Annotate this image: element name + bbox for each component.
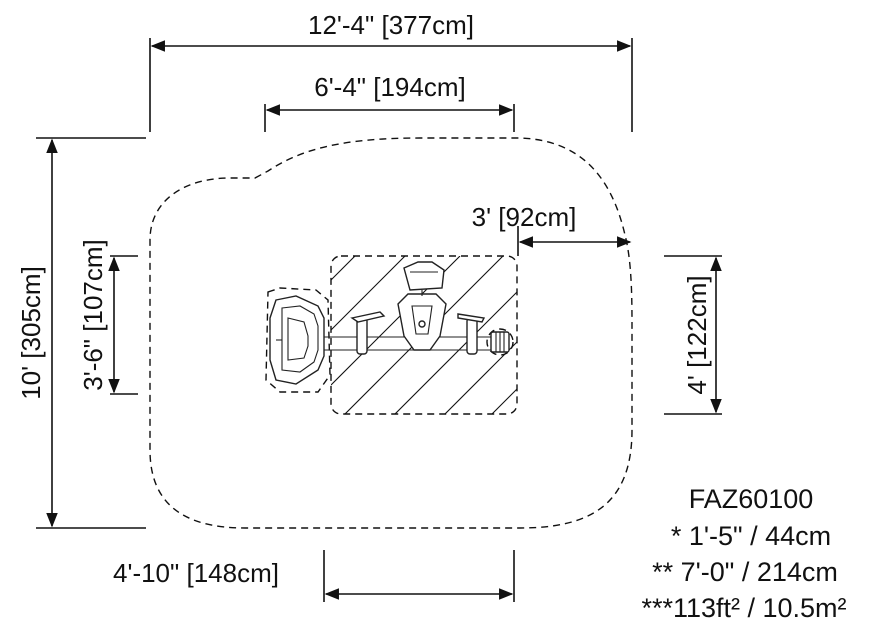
- side-clearance-label: 3' [92cm]: [472, 202, 577, 232]
- front-offset-dimension: 4'-10" [148cm]: [113, 550, 515, 602]
- front-offset-label: 4'-10" [148cm]: [113, 558, 279, 588]
- seat-depth-label: 3'-6" [107cm]: [78, 239, 108, 390]
- spec-line-2: ** 7'-0" / 214cm: [652, 557, 838, 587]
- central-seat-icon: [397, 261, 447, 351]
- overall-width-label: 12'-4" [377cm]: [308, 10, 474, 40]
- spec-block: FAZ60100 * 1'-5" / 44cm ** 7'-0" / 214cm…: [641, 484, 846, 623]
- overall-width-dimension: 12'-4" [377cm]: [149, 10, 633, 132]
- equipment-depth-dimension: 4' [122cm]: [664, 255, 722, 415]
- side-clearance-dimension: 3' [92cm]: [472, 202, 632, 256]
- seat-depth-dimension: 3'-6" [107cm]: [78, 239, 138, 395]
- model-number: FAZ60100: [689, 484, 814, 514]
- spec-line-1: * 1'-5" / 44cm: [671, 521, 831, 551]
- rotating-seat-icon: [265, 287, 331, 393]
- safety-zone-outline: [149, 137, 633, 529]
- overall-depth-label: 10' [305cm]: [16, 266, 46, 400]
- equipment-width-label: 6'-4" [194cm]: [314, 72, 465, 102]
- equipment-frame: [324, 311, 500, 355]
- equipment-depth-label: 4' [122cm]: [682, 275, 712, 394]
- overall-depth-dimension: 10' [305cm]: [16, 137, 146, 529]
- equipment-width-dimension: 6'-4" [194cm]: [264, 72, 515, 132]
- pedal-icon: [486, 328, 514, 356]
- spec-line-3: ***113ft² / 10.5m²: [641, 593, 846, 623]
